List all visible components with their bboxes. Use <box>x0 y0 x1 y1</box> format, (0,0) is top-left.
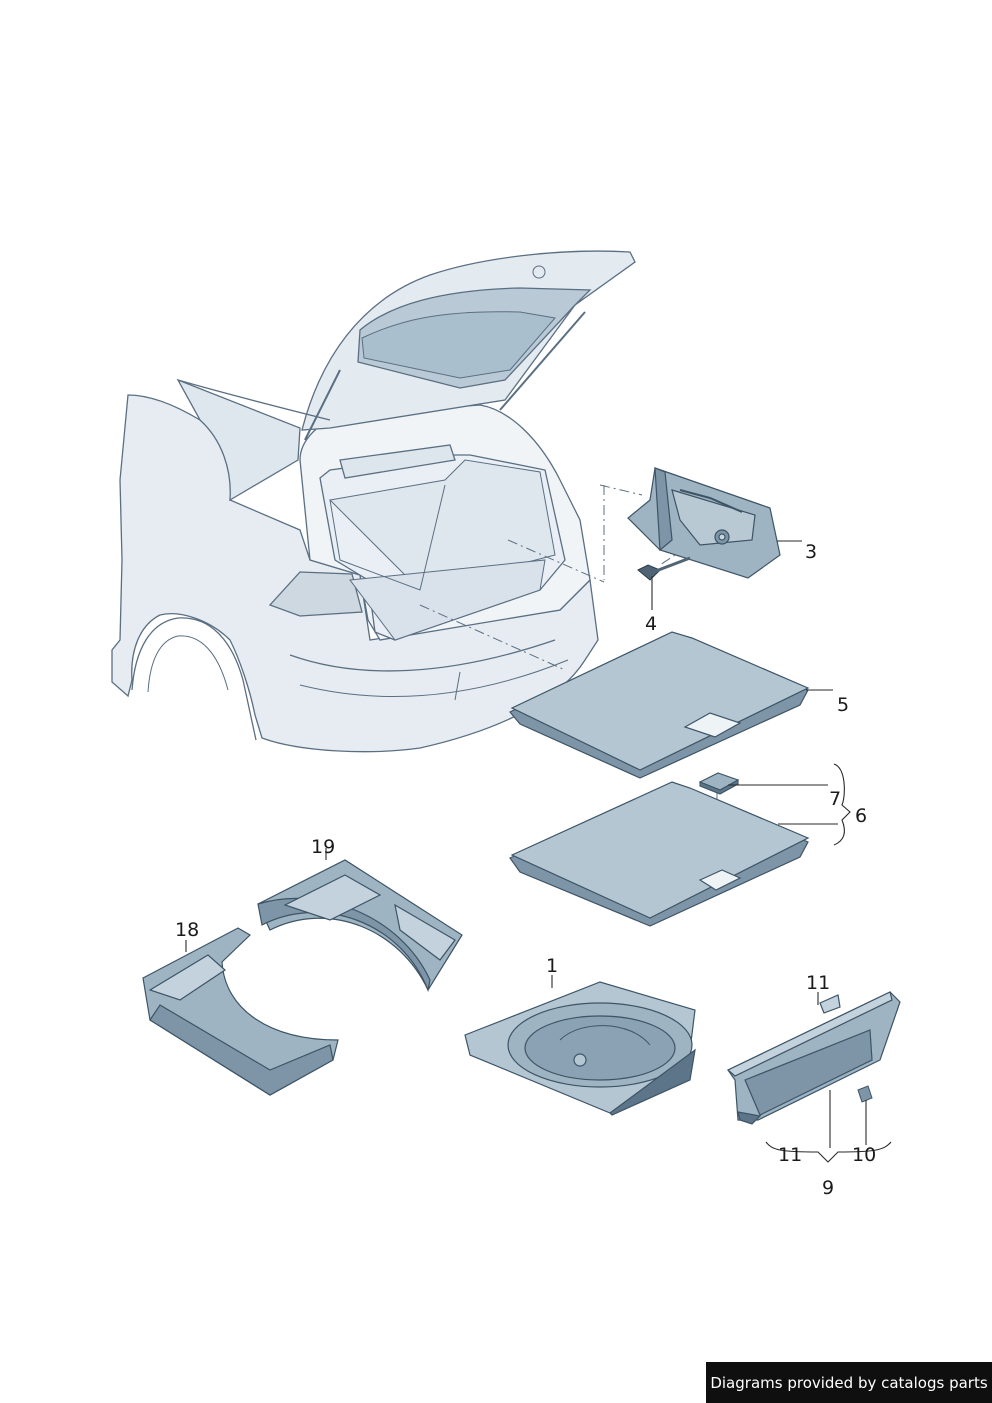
part-tray-insert-19 <box>257 859 463 993</box>
part-spare-wheel-well <box>464 981 696 1116</box>
callout-4: 4 <box>645 613 657 635</box>
part-bolt <box>637 556 691 581</box>
part-side-trim-bracket <box>627 467 781 579</box>
callout-11-bottom: 11 <box>778 1144 802 1166</box>
callout-7: 7 <box>829 788 841 810</box>
footer-credit-text: Diagrams provided by catalogs parts <box>710 1373 988 1392</box>
callout-19: 19 <box>311 836 335 858</box>
car-rear-body <box>111 250 636 753</box>
callout-6: 6 <box>855 805 867 827</box>
callout-1: 1 <box>546 955 558 977</box>
part-tray-insert-18 <box>142 927 339 1096</box>
callout-5: 5 <box>837 694 849 716</box>
callout-labels: 1 3 4 5 6 7 9 10 11 11 18 19 <box>175 541 876 1199</box>
leader-lines <box>185 540 892 1163</box>
callout-11-top: 11 <box>806 972 830 994</box>
callout-9: 9 <box>822 1177 834 1199</box>
part-loading-sill-trim <box>726 991 901 1125</box>
callout-18: 18 <box>175 919 199 941</box>
part-floor-cover-upper <box>509 631 810 779</box>
footer-credit-badge: Diagrams provided by catalogs parts <box>706 1362 992 1403</box>
callout-10: 10 <box>852 1144 876 1166</box>
part-floor-cover-lower <box>509 781 810 927</box>
part-pad <box>698 772 740 795</box>
part-clip <box>857 1085 873 1103</box>
callout-3: 3 <box>805 541 817 563</box>
